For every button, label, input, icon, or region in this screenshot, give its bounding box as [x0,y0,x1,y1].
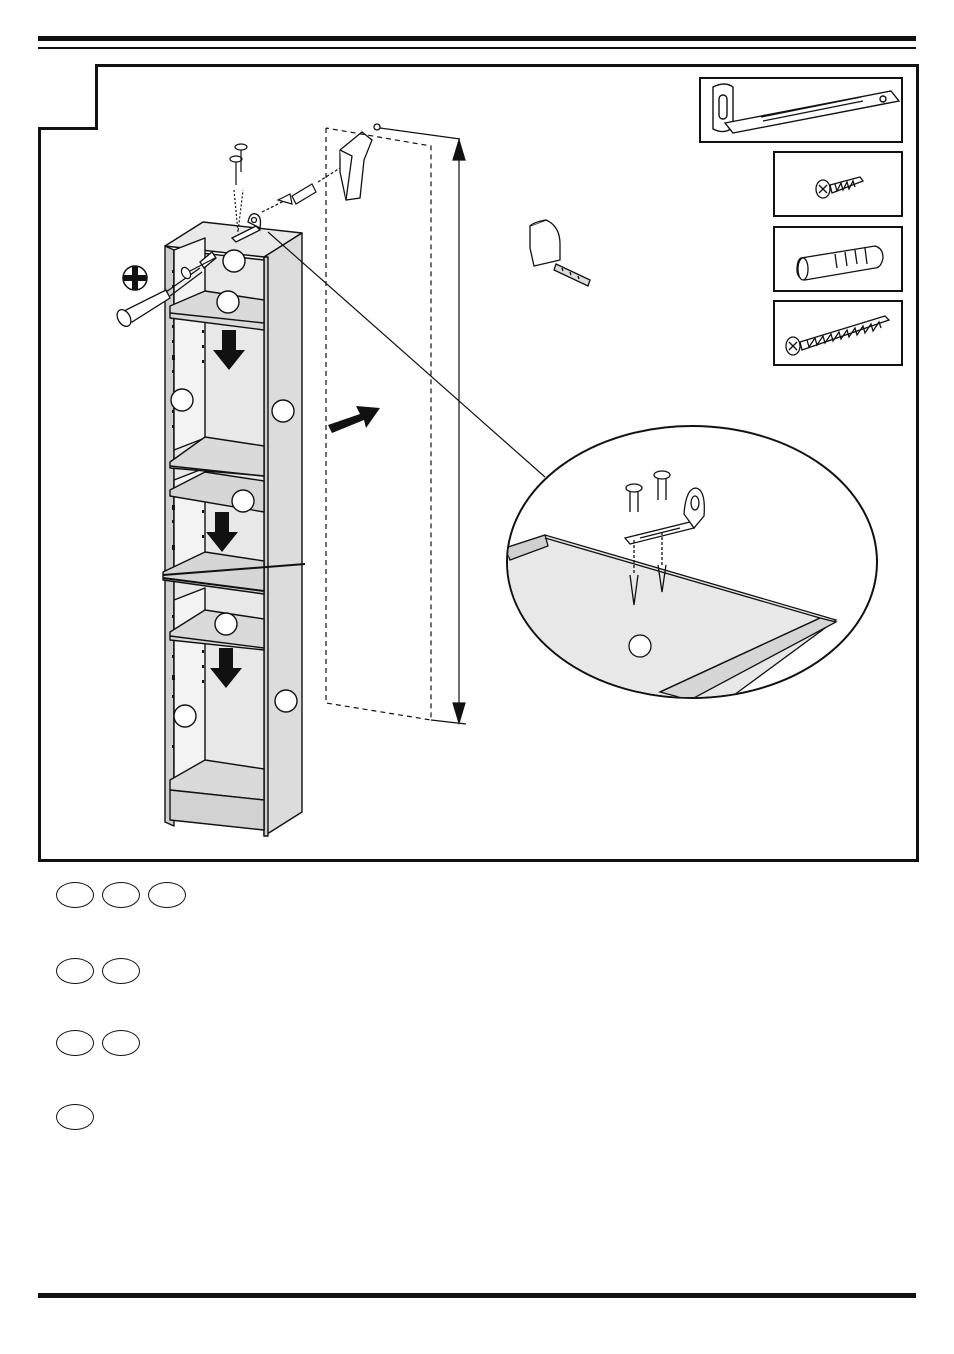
part-box-short-screw [773,151,903,217]
language-badge [56,882,94,908]
height-dimension [379,127,467,726]
wall-bracket-icon [712,83,901,134]
push-arrow-icon [328,406,380,433]
top-rule-thick [38,36,916,41]
long-screw-icon [785,315,891,356]
bottom-rule [38,1293,916,1298]
language-badge [102,882,140,908]
bracket-screws [229,143,248,233]
language-badge [56,958,94,984]
zoom-leader-line [267,231,546,478]
phillips-head-icon [122,265,148,291]
top-bracket [230,213,262,243]
legend-row-2 [56,958,156,986]
language-badge [56,1104,94,1130]
language-badge [56,1030,94,1056]
part-box-wall-plug [773,226,903,292]
screwdriver-icon [116,251,217,328]
down-arrow-icons [206,330,245,688]
legend-row-1 [56,882,196,910]
dashed-outline [325,127,432,721]
part-box-long-screw [773,300,903,366]
language-badge [102,1030,140,1056]
tape-measure-icon [529,219,591,287]
wall-plug-icon [796,245,884,281]
illustration-frame [38,64,919,862]
legend-row-4 [56,1104,106,1132]
part-box-wall-bracket [699,77,903,143]
short-screw-icon [815,176,865,199]
cabinet [162,221,306,837]
legend-row-3 [56,1030,156,1058]
language-badge [148,882,186,908]
wall-anchor-block [339,123,381,201]
zoom-detail [506,425,878,699]
step-number-box [38,64,98,130]
part-callouts [170,249,298,728]
language-badge [102,958,140,984]
side-screw [180,257,216,280]
top-rule-thin [38,47,916,49]
wall-plug-assembly [261,167,341,213]
